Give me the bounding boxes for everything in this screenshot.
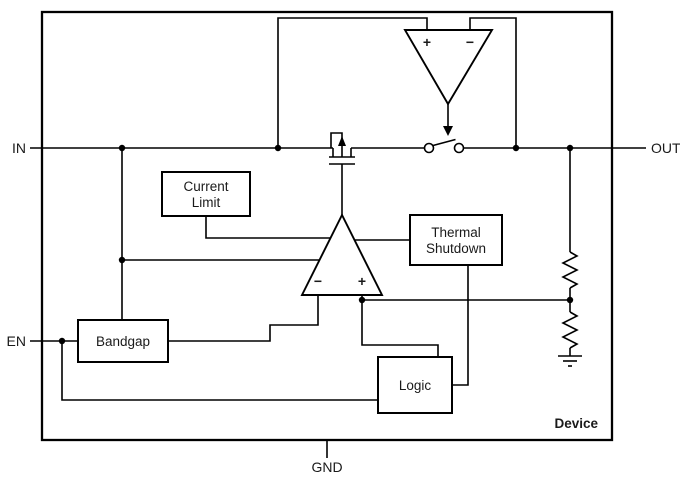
switch-contact-left <box>423 142 435 154</box>
junction-dot <box>358 296 366 304</box>
pass-transistor <box>329 132 355 165</box>
resistor-r1 <box>561 251 579 289</box>
error-amp-plus-sign: + <box>358 273 366 289</box>
junction-dot <box>566 144 574 152</box>
thermal-shutdown-label-line2: Shutdown <box>426 241 486 256</box>
logic-label: Logic <box>399 378 432 393</box>
device-label: Device <box>554 416 598 431</box>
wire-current-limit <box>205 216 330 239</box>
bandgap-label: Bandgap <box>96 334 150 349</box>
wire-plus-input-to-logic <box>361 295 439 357</box>
switch-blade <box>432 138 456 147</box>
junction-dot <box>118 256 126 264</box>
current-limit-label-line2: Limit <box>192 195 221 210</box>
block-thermal-shutdown <box>409 214 503 266</box>
current-limit-label-line1: Current <box>183 179 228 194</box>
sense-amp-arrowhead <box>443 126 453 136</box>
wire-bandgap-to-minus <box>168 295 319 342</box>
junction-dot <box>58 337 66 345</box>
pin-label-gnd: GND <box>311 459 342 475</box>
error-amp-minus-sign: − <box>314 273 322 289</box>
sense-amp-minus-sign: − <box>466 34 474 50</box>
wire-logic-to-thermal <box>452 265 469 386</box>
transistor-arrow <box>338 136 346 146</box>
output-switch <box>423 138 465 154</box>
junction-dot <box>118 144 126 152</box>
pin-label-in: IN <box>12 140 26 156</box>
junction-dot <box>566 296 574 304</box>
resistor-r2 <box>561 311 579 349</box>
block-bandgap <box>77 319 169 363</box>
block-current-limit <box>161 171 251 217</box>
wire-in-to-sense-plus <box>277 17 428 148</box>
device-boundary <box>40 10 614 442</box>
error-amplifier <box>300 212 384 296</box>
ground-symbol <box>558 355 582 367</box>
wire-en-to-logic <box>61 341 378 401</box>
pin-label-out: OUT <box>651 140 680 156</box>
junction-dot <box>274 144 282 152</box>
sense-amp-plus-sign: + <box>423 34 431 50</box>
pin-label-en: EN <box>7 333 26 349</box>
wire-out-to-sense-minus <box>469 17 517 148</box>
switch-contact-right <box>453 142 465 154</box>
junction-dot <box>512 144 520 152</box>
thermal-shutdown-label-line1: Thermal <box>431 225 481 240</box>
block-logic <box>377 356 453 414</box>
sense-amplifier <box>403 29 494 106</box>
